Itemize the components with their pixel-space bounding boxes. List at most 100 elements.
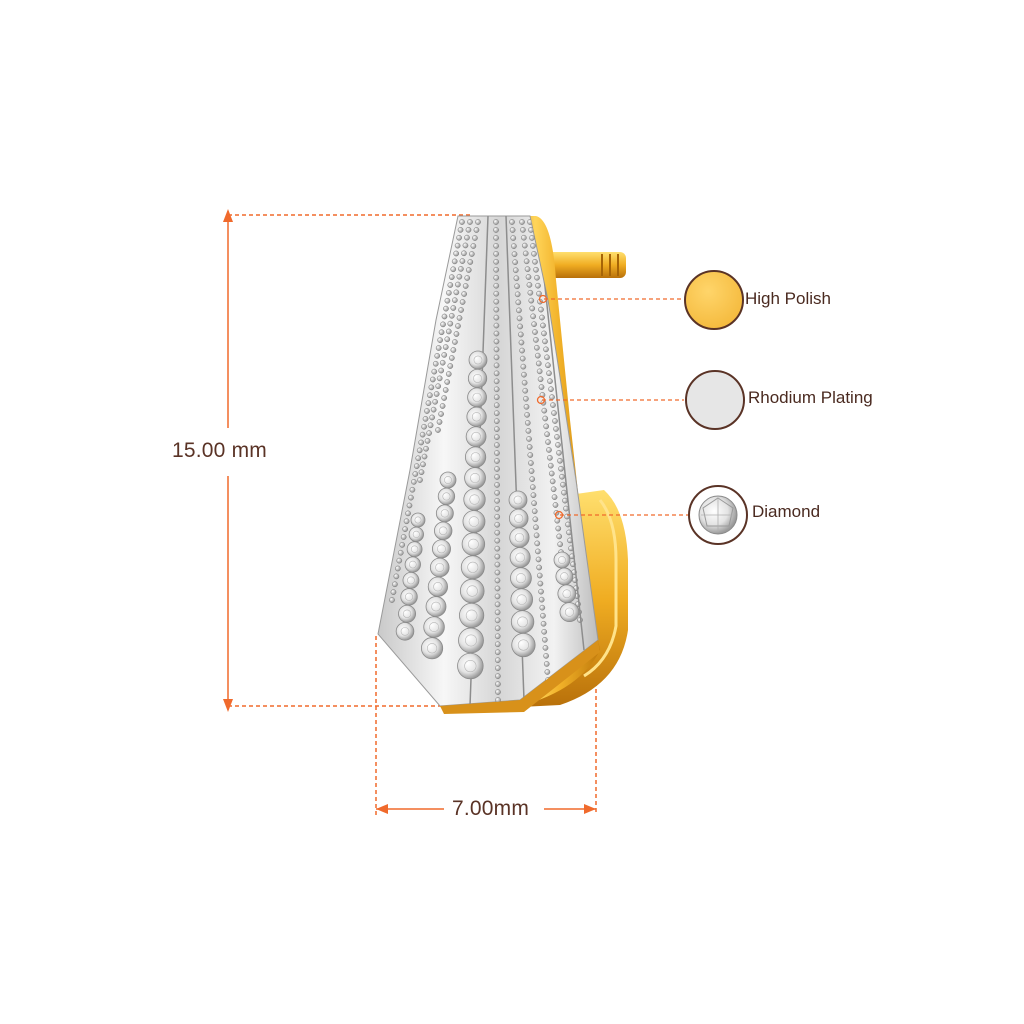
diamond-facet — [471, 431, 481, 442]
milgrain-bead — [521, 234, 527, 241]
milgrain-bead — [531, 500, 537, 507]
pave-diamond — [459, 578, 485, 604]
milgrain-bead — [493, 274, 500, 281]
milgrain-bead — [493, 418, 500, 425]
diamond-facet — [464, 659, 477, 673]
milgrain-bead — [494, 529, 501, 536]
pave-diamond — [425, 596, 447, 617]
milgrain-bead — [417, 477, 423, 483]
milgrain-bead — [435, 427, 441, 433]
milgrain-bead — [512, 267, 519, 274]
milgrain-bead — [493, 410, 500, 417]
milgrain-bead — [546, 370, 552, 377]
milgrain-bead — [540, 620, 547, 627]
milgrain-bead — [494, 657, 501, 664]
milgrain-bead — [435, 383, 442, 390]
milgrain-bead — [509, 219, 515, 225]
milgrain-bead — [544, 669, 551, 675]
pave-diamond — [395, 622, 415, 641]
pave-diamond — [433, 521, 453, 541]
milgrain-bead — [427, 392, 433, 399]
earring-illustration — [377, 215, 628, 714]
width-dimension-label: 7.00mm — [448, 796, 534, 822]
milgrain-bead — [411, 479, 417, 485]
milgrain-bead — [465, 267, 472, 273]
milgrain-bead — [494, 585, 501, 592]
milgrain-bead — [519, 355, 526, 362]
milgrain-bead — [513, 275, 520, 282]
diamond-facet — [426, 643, 438, 654]
milgrain-bead — [494, 577, 501, 584]
pave-diamond — [557, 584, 577, 604]
pave-diamond — [510, 610, 535, 634]
milgrain-bead — [548, 386, 554, 393]
pave-diamond — [439, 471, 457, 489]
milgrain-bead — [408, 494, 414, 501]
milgrain-bead — [531, 321, 537, 328]
milgrain-bead — [456, 273, 463, 280]
milgrain-bead — [533, 337, 539, 343]
milgrain-bead — [396, 557, 403, 564]
milgrain-bead — [531, 508, 538, 515]
milgrain-bead — [494, 633, 501, 640]
pave-diamond — [467, 387, 487, 408]
milgrain-bead — [493, 282, 500, 289]
milgrain-bead — [530, 313, 537, 320]
pave-diamond — [398, 604, 417, 623]
milgrain-bead — [428, 384, 435, 391]
milgrain-bead — [443, 305, 449, 312]
pave-diamond — [410, 512, 426, 528]
pave-diamond — [553, 551, 571, 569]
milgrain-bead — [399, 542, 406, 548]
milgrain-bead — [511, 243, 517, 249]
milgrain-bead — [493, 370, 500, 377]
milgrain-bead — [529, 305, 536, 312]
milgrain-bead — [542, 338, 548, 345]
milgrain-bead — [493, 290, 500, 297]
milgrain-bead — [554, 434, 560, 440]
high-polish-swatch — [684, 270, 744, 330]
milgrain-bead — [494, 466, 500, 472]
milgrain-bead — [394, 565, 401, 572]
milgrain-bead — [494, 649, 501, 656]
pave-diamond — [509, 547, 531, 568]
milgrain-bead — [553, 426, 559, 432]
diamond-facet — [473, 373, 482, 383]
milgrain-bead — [461, 250, 467, 257]
milgrain-bead — [472, 235, 478, 241]
pave-diamond — [423, 616, 445, 638]
milgrain-bead — [509, 227, 516, 233]
milgrain-bead — [467, 259, 474, 265]
milgrain-bead — [406, 502, 413, 509]
milgrain-bead — [519, 347, 525, 354]
pave-diamond — [510, 567, 532, 590]
milgrain-bead — [392, 581, 398, 588]
milgrain-bead — [457, 227, 464, 233]
milgrain-bead — [494, 505, 501, 512]
milgrain-bead — [493, 402, 500, 409]
milgrain-bead — [545, 362, 551, 369]
milgrain-bead — [459, 219, 465, 225]
milgrain-bead — [442, 344, 449, 350]
milgrain-bead — [536, 368, 543, 375]
diamond-facet — [435, 562, 445, 573]
diamond-facet — [433, 582, 443, 592]
milgrain-bead — [551, 410, 557, 416]
milgrain-bead — [523, 395, 529, 402]
milgrain-bead — [494, 458, 500, 464]
milgrain-bead — [549, 394, 555, 400]
milgrain-bead — [516, 307, 522, 314]
milgrain-bead — [447, 320, 454, 327]
milgrain-bead — [523, 258, 530, 265]
milgrain-bead — [461, 291, 468, 297]
milgrain-bead — [515, 299, 522, 306]
milgrain-bead — [424, 438, 431, 444]
milgrain-bead — [467, 219, 473, 225]
diamond-facet — [467, 561, 479, 573]
milgrain-bead — [445, 328, 452, 335]
milgrain-bead — [442, 387, 449, 393]
pave-diamond — [458, 627, 484, 654]
pave-diamond — [465, 426, 487, 448]
milgrain-bead — [537, 580, 544, 587]
